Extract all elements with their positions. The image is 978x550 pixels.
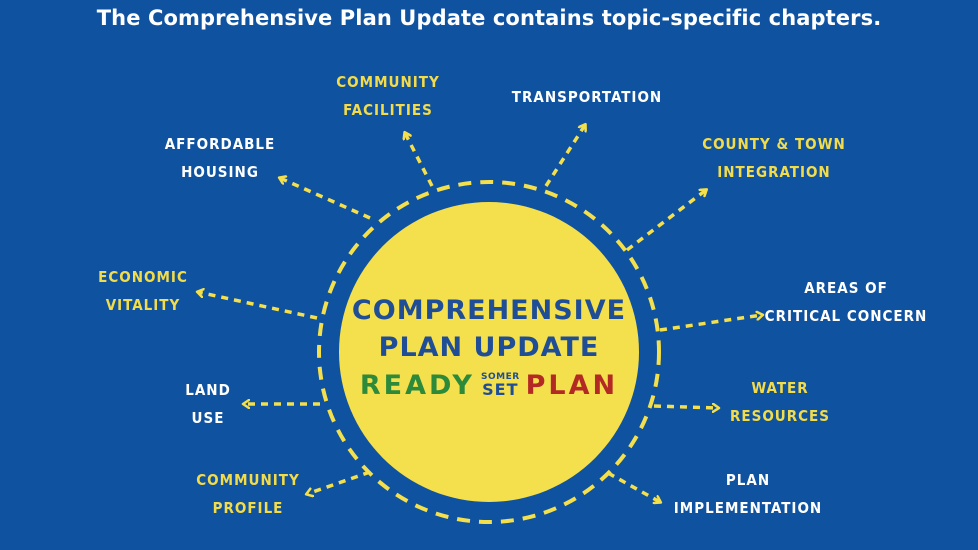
- dashed-arrow: [653, 406, 718, 408]
- dashed-arrow: [198, 292, 318, 320]
- dashed-arrow: [544, 125, 585, 187]
- logo-somer-text: SOMER: [480, 372, 520, 382]
- chapter-label-line2: FACILITIES: [343, 101, 433, 119]
- chapter-label-line2: RESOURCES: [730, 407, 830, 425]
- chapter-areas-of-critical-concern: AREAS OF CRITICAL CONCERN: [765, 274, 928, 330]
- chapter-community-facilities: COMMUNITY FACILITIES: [336, 68, 439, 124]
- arrow-rays: [198, 125, 762, 502]
- center-title-line2: PLAN UPDATE: [378, 332, 600, 363]
- chapter-label-line2: PROFILE: [212, 499, 284, 517]
- chapter-label-line2: USE: [191, 409, 225, 427]
- chapter-label-line1: AREAS OF: [804, 279, 888, 297]
- chapter-label-line1: AFFORDABLE: [164, 135, 276, 153]
- logo-ready-text: READY: [359, 370, 475, 401]
- dashed-arrow: [307, 470, 371, 494]
- dashed-arrow: [405, 133, 434, 187]
- chapter-label-line1: COUNTY & TOWN: [702, 135, 846, 153]
- chapter-label-line2: HOUSING: [181, 163, 259, 181]
- ready-somerset-plan-logo: READY SOMER SET PLAN: [352, 370, 626, 401]
- logo-somerset-text: SOMER SET: [481, 373, 520, 398]
- chapter-label-line2: INTEGRATION: [717, 163, 831, 181]
- chapter-land-use: LAND USE: [185, 376, 231, 432]
- dashed-arrow: [607, 471, 660, 502]
- center-title: COMPREHENSIVE PLAN UPDATE READY SOMER SE…: [352, 292, 626, 401]
- chapter-label-line1: WATER: [751, 379, 809, 397]
- chapter-affordable-housing: AFFORDABLE HOUSING: [165, 130, 276, 186]
- logo-plan-text: PLAN: [525, 370, 619, 401]
- page-title: The Comprehensive Plan Update contains t…: [96, 6, 882, 30]
- logo-set-text: SET: [482, 380, 519, 399]
- center-title-line1: COMPREHENSIVE: [351, 295, 627, 326]
- chapter-economic-vitality: ECONOMIC VITALITY: [98, 263, 188, 319]
- dashed-arrow: [280, 178, 371, 220]
- chapter-water-resources: WATER RESOURCES: [730, 374, 830, 430]
- chapter-plan-implementation: PLAN IMPLEMENTATION: [674, 466, 822, 522]
- chapter-label-line1: COMMUNITY: [196, 471, 300, 489]
- chapter-label-line2: IMPLEMENTATION: [673, 499, 823, 517]
- chapter-label-line1: COMMUNITY: [336, 73, 440, 91]
- chapter-transportation: TRANSPORTATION: [512, 83, 662, 111]
- chapter-county-town-integration: COUNTY & TOWN INTEGRATION: [702, 130, 846, 186]
- chapter-label-line2: VITALITY: [105, 296, 181, 314]
- chapter-community-profile: COMMUNITY PROFILE: [196, 466, 299, 522]
- chapter-label-line2: CRITICAL CONCERN: [764, 307, 928, 325]
- dashed-arrow: [659, 315, 762, 332]
- chapter-label-line1: PLAN: [725, 471, 771, 489]
- chapter-label-line1: LAND: [185, 381, 231, 399]
- dashed-arrow: [625, 190, 706, 252]
- sun-circle: [339, 202, 639, 502]
- chapter-label-line1: ECONOMIC: [98, 268, 188, 286]
- chapter-label-line1: TRANSPORTATION: [511, 88, 663, 106]
- dashed-ring: [317, 180, 661, 524]
